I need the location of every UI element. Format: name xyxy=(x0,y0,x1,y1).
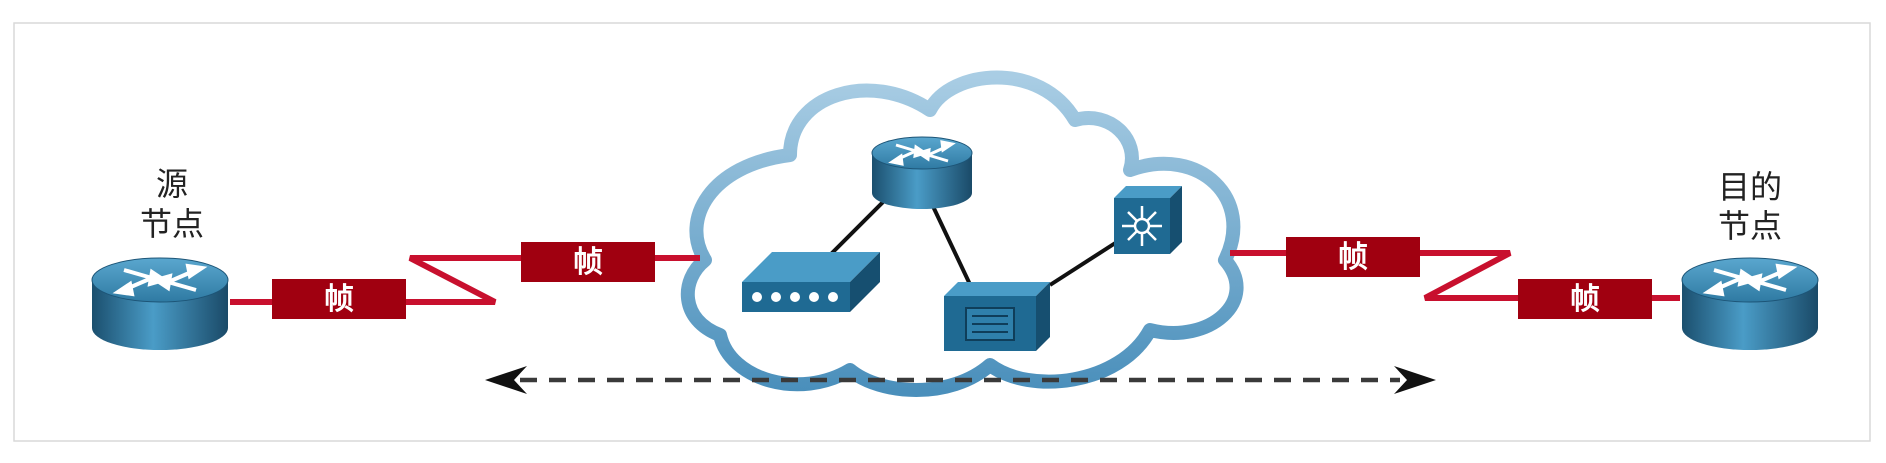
frame-right-2: 帧 xyxy=(1518,279,1652,319)
dest-node-label-line1: 目的 xyxy=(1718,168,1782,206)
server-icon xyxy=(944,282,1050,351)
frame-left-1: 帧 xyxy=(272,279,406,319)
switch-icon xyxy=(742,252,880,312)
end-to-end-arrow xyxy=(485,366,1436,394)
frame-left-2: 帧 xyxy=(521,242,655,282)
multilayer-switch-icon xyxy=(1114,186,1182,254)
cloud-links xyxy=(828,193,1122,296)
router-icon xyxy=(871,136,973,209)
router-icon xyxy=(1681,257,1819,350)
dest-node-label-line2: 节点 xyxy=(1718,207,1782,245)
router-icon xyxy=(91,257,229,350)
frame-right-1: 帧 xyxy=(1286,237,1420,277)
source-node-label-line1: 源 xyxy=(156,165,188,203)
svg-text:帧: 帧 xyxy=(1570,282,1600,317)
svg-text:帧: 帧 xyxy=(1338,240,1368,275)
svg-text:帧: 帧 xyxy=(324,282,354,317)
source-node-label-line2: 节点 xyxy=(140,205,204,243)
svg-text:帧: 帧 xyxy=(573,245,603,280)
